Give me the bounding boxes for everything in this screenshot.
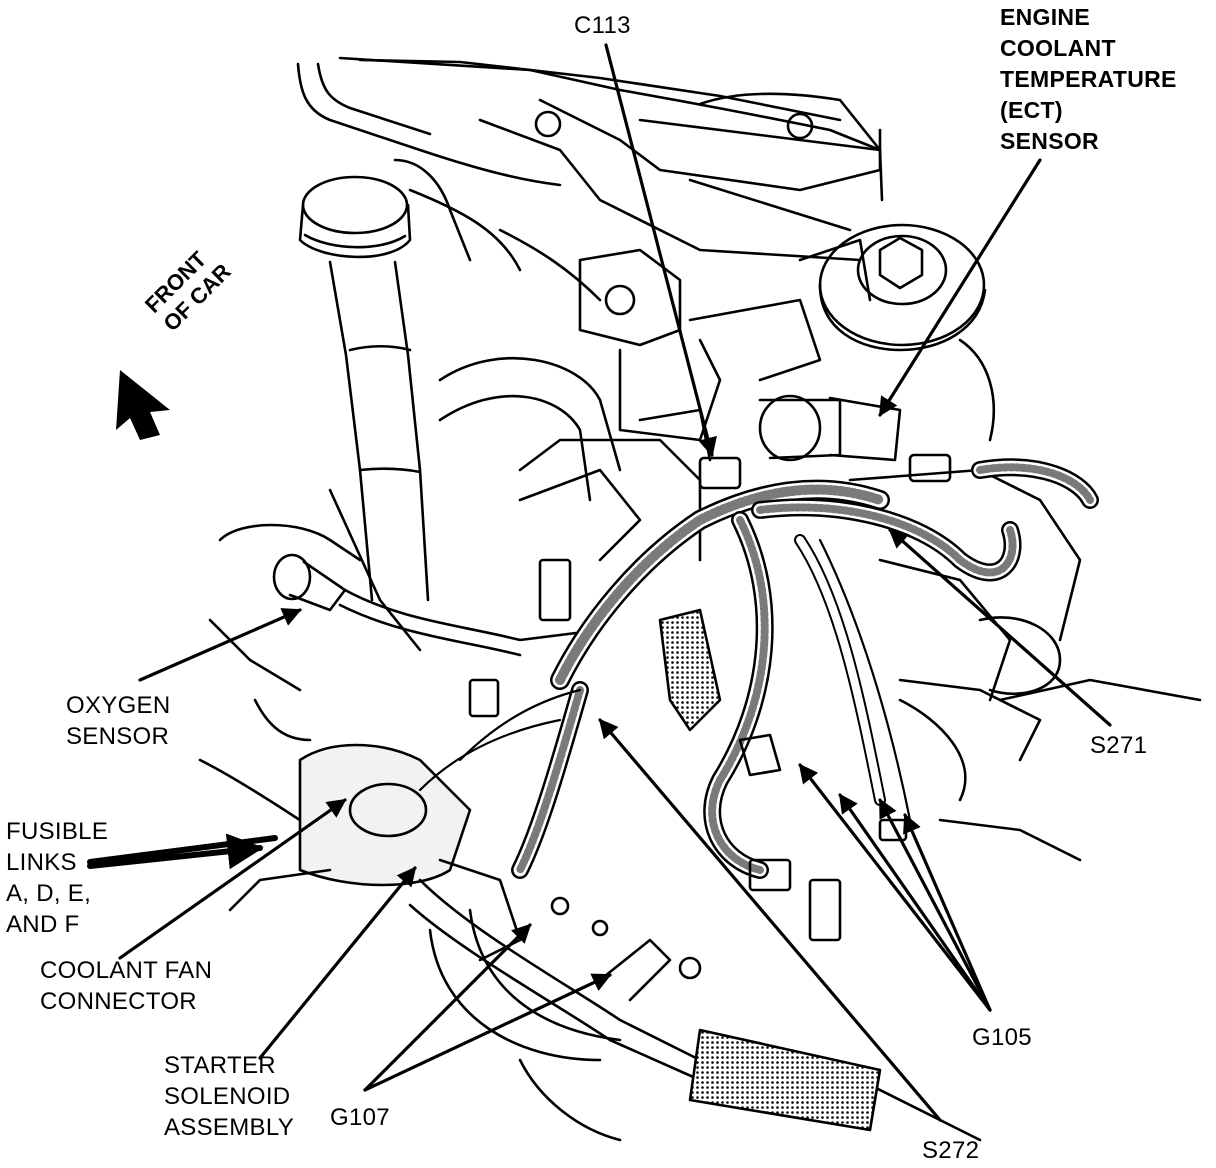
leader-c113 (604, 43, 717, 457)
leader-oxygen (138, 608, 302, 682)
label-g105: G105 (972, 1024, 1032, 1051)
front-of-car-arrow (116, 370, 170, 440)
egr-valve (818, 223, 996, 442)
valve-cover (296, 56, 884, 262)
wiring-harness (418, 458, 1099, 879)
leader-ect (878, 158, 1042, 417)
leader-g107-b (363, 973, 612, 1092)
label-s271: S271 (1090, 732, 1148, 759)
battery-cable (408, 878, 882, 1132)
leader-s271 (888, 528, 1112, 727)
radiator-cap-and-hose (298, 175, 430, 602)
label-fusible-links: FUSIBLE LINKS A, D, E, AND F (6, 818, 109, 938)
label-c113: C113 (574, 12, 631, 39)
label-coolant-fan-connector: COOLANT FAN CONNECTOR (40, 957, 213, 1015)
oxygen-sensor-part (272, 553, 602, 657)
throttle-body (578, 238, 872, 462)
leader-s272 (598, 718, 942, 1122)
label-g107: G107 (330, 1104, 390, 1131)
label-ect-sensor: ENGINE COOLANT TEMPERATURE (ECT) SENSOR (1000, 4, 1177, 154)
starter-solenoid-part (228, 743, 522, 962)
leader-g105-c (878, 798, 992, 1012)
engine-block (518, 438, 1202, 862)
leader-fan (118, 798, 347, 960)
label-starter-solenoid: STARTER SOLENOID ASSEMBLY (164, 1052, 295, 1141)
leader-g105-d (903, 813, 992, 1012)
leader-g105-a (798, 763, 992, 1012)
leader-g105-b (838, 793, 992, 1012)
connectors (468, 453, 952, 942)
leader-g107-a (363, 923, 532, 1092)
label-oxygen-sensor: OXYGEN SENSOR (66, 692, 171, 750)
upper-hose (393, 158, 622, 502)
leader-fusible (87, 838, 275, 866)
ect-sensor-housing (758, 394, 902, 462)
leader-starter (258, 866, 417, 1060)
label-s272: S272 (922, 1137, 980, 1164)
